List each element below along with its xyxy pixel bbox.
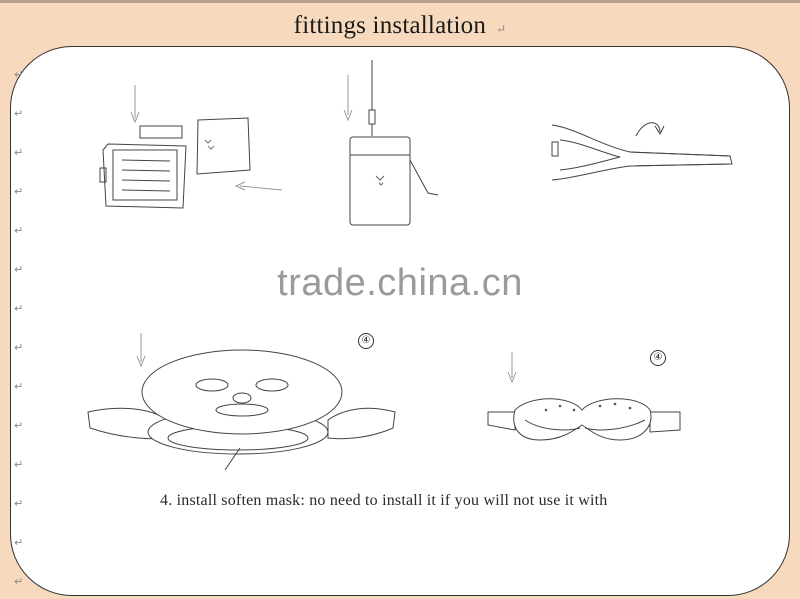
- margin-return-mark: ↵: [14, 146, 24, 159]
- margin-return-mark: ↵: [14, 536, 24, 549]
- page-title: fittings installation ↵: [0, 12, 800, 40]
- eye-mask-illustration: [487, 352, 681, 441]
- return-mark: ↵: [496, 22, 507, 36]
- face-mask-illustration: [87, 333, 396, 471]
- margin-return-mark: ↵: [14, 497, 24, 510]
- margin-return-mark: ↵: [14, 185, 24, 198]
- margin-return-mark: ↵: [14, 341, 24, 354]
- margin-return-mark: ↵: [14, 107, 24, 120]
- strap-illustration: [551, 122, 733, 181]
- step-badge-face: ④: [358, 333, 374, 349]
- margin-return-mark: ↵: [14, 68, 24, 81]
- margin-return-mark: ↵: [14, 263, 24, 276]
- margin-return-mark: ↵: [14, 302, 24, 315]
- title-text: fittings installation: [293, 12, 487, 39]
- step-caption: 4. install soften mask: no need to insta…: [160, 492, 608, 509]
- margin-return-mark: ↵: [14, 224, 24, 237]
- margin-return-mark: ↵: [14, 419, 24, 432]
- controller-illustration: [343, 60, 439, 226]
- margin-return-mark: ↵: [14, 575, 24, 588]
- battery-box-illustration: [99, 85, 283, 209]
- step-badge-eye: ④: [650, 350, 666, 366]
- watermark: trade.china.cn: [277, 262, 523, 304]
- margin-return-mark: ↵: [14, 458, 24, 471]
- margin-return-mark: ↵: [14, 380, 24, 393]
- top-border: [0, 0, 800, 3]
